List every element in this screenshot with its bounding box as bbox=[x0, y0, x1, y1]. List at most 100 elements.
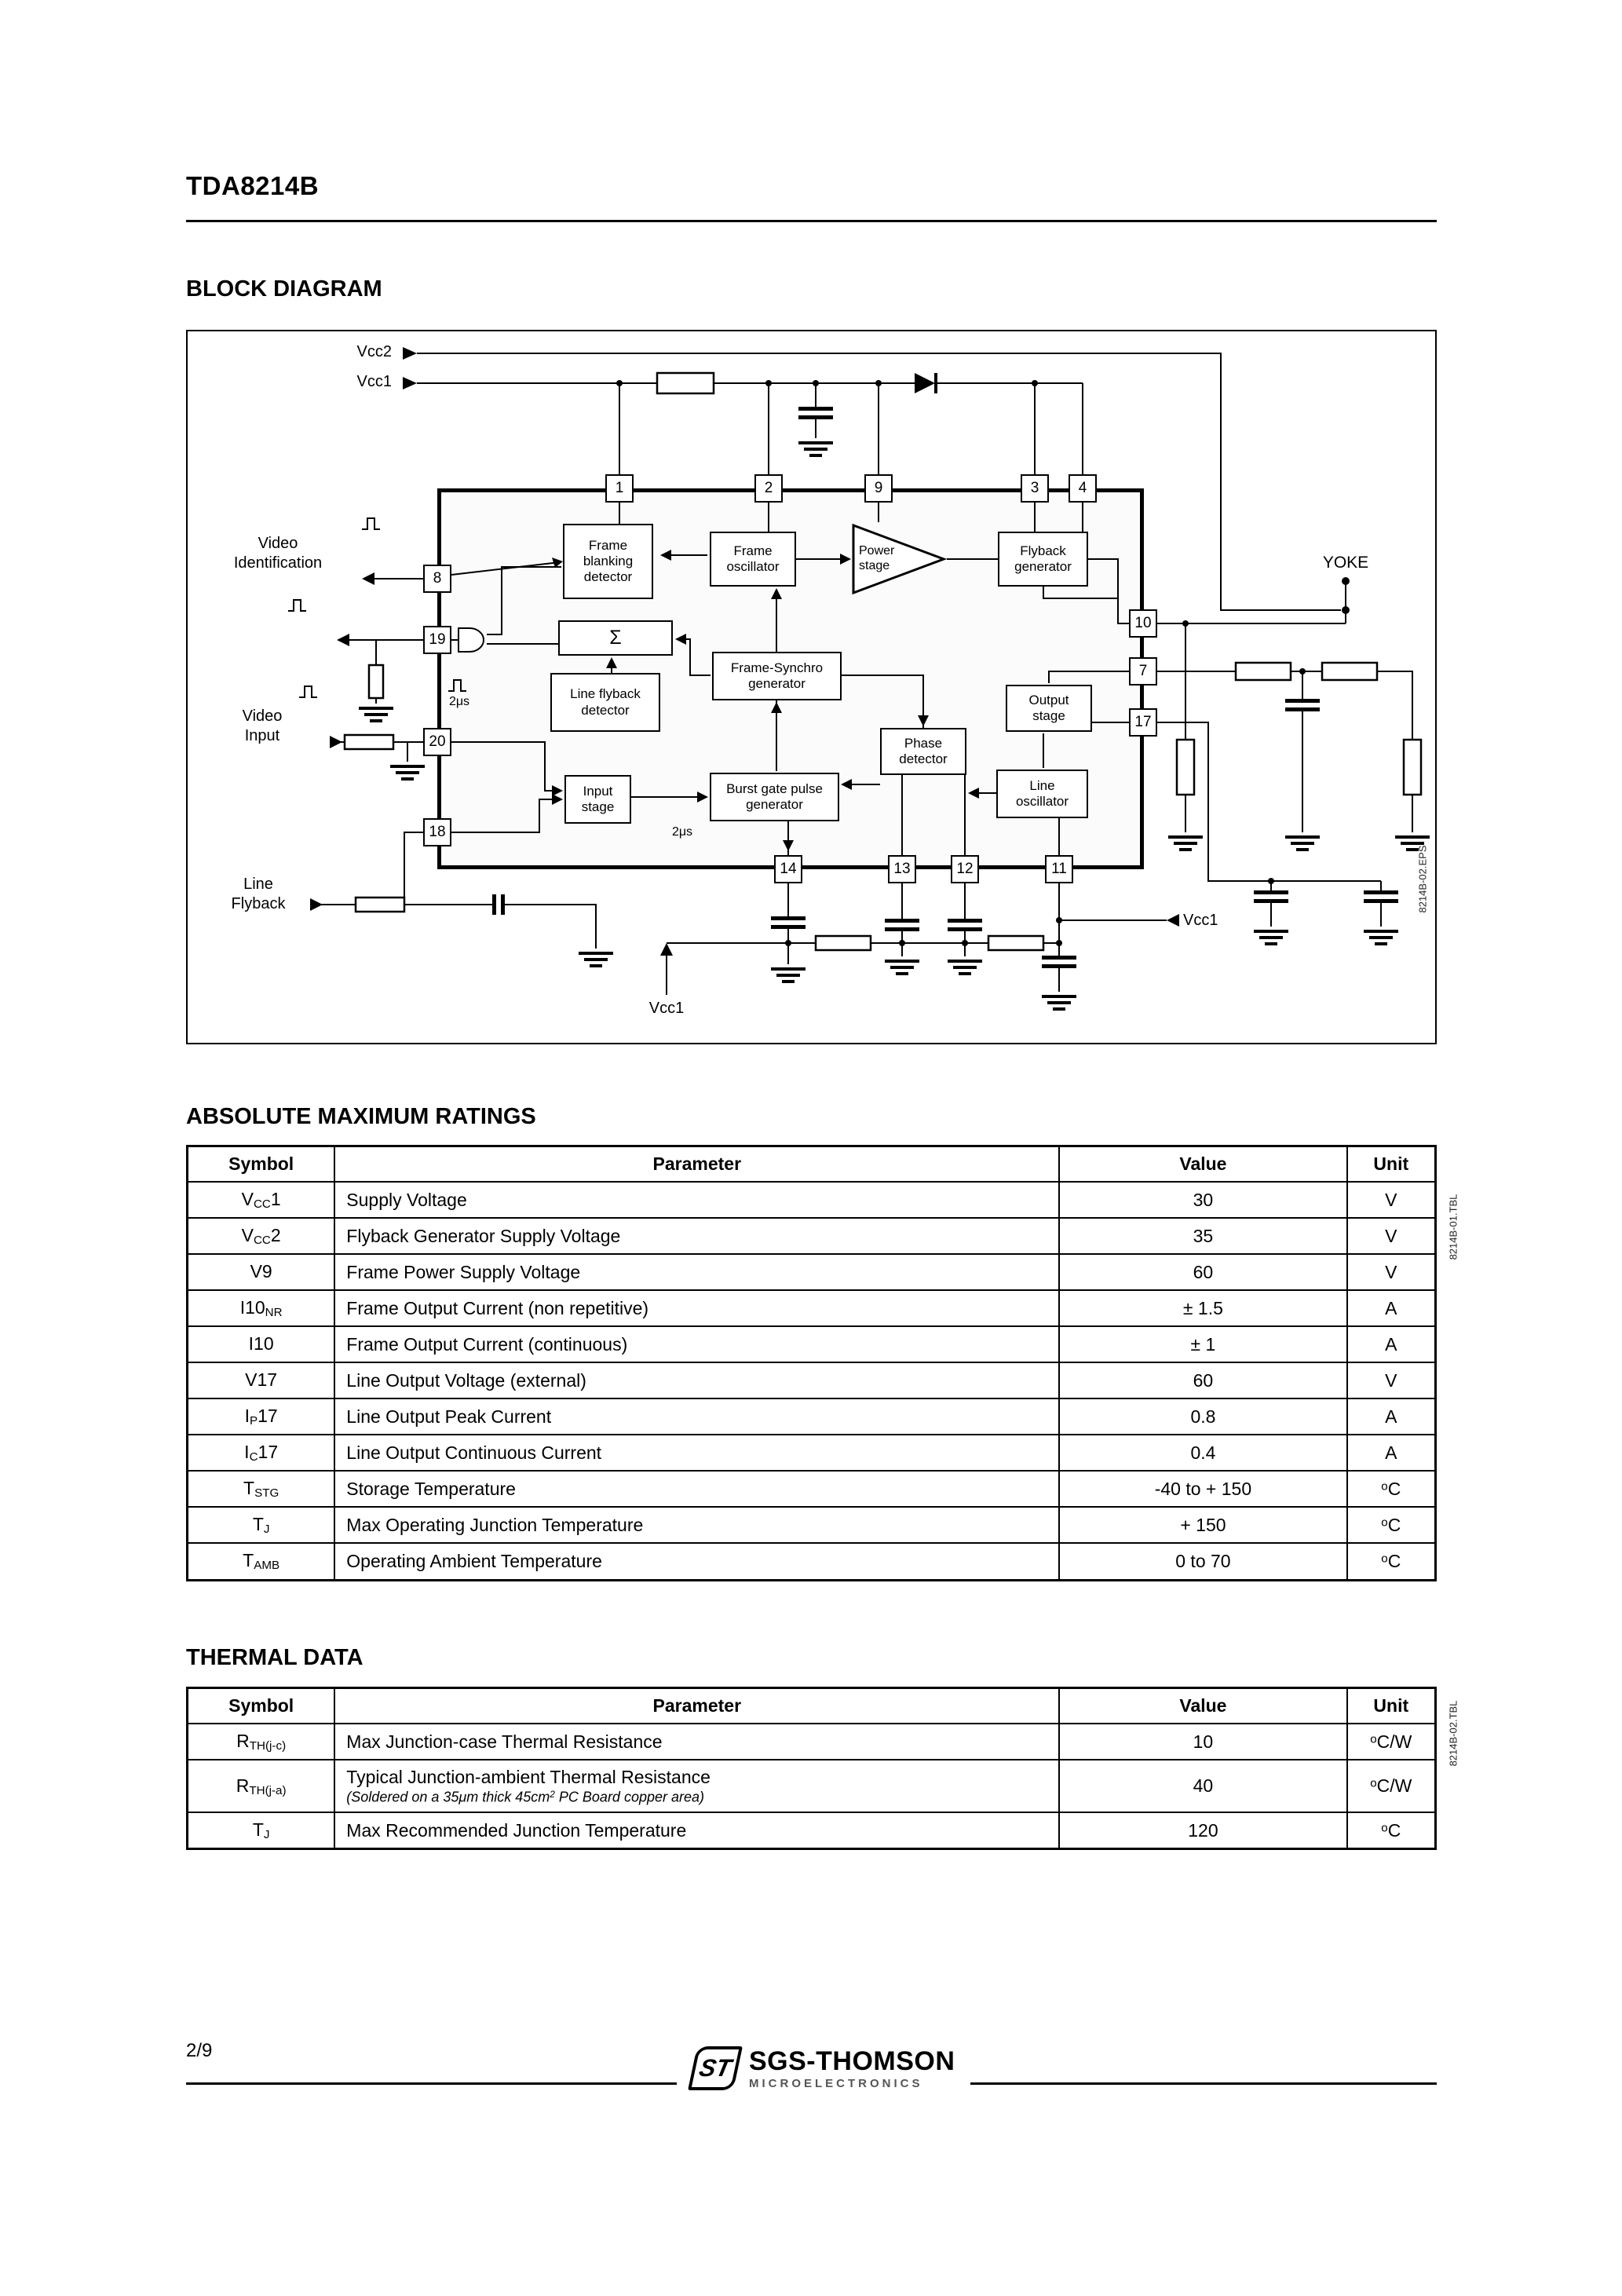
page-number: 2/9 bbox=[186, 2040, 213, 2061]
resistor-icon bbox=[367, 664, 385, 700]
block-frame-blanking-detector: Frame blanking detector bbox=[563, 524, 653, 599]
resistors bbox=[343, 371, 1423, 952]
parameter-cell: Line Output Continuous Current bbox=[334, 1434, 1061, 1472]
ground-icon bbox=[1042, 995, 1076, 1011]
block-phase-detector: Phase detector bbox=[880, 728, 966, 775]
capacitor-icon bbox=[492, 894, 496, 915]
arrowheads bbox=[310, 347, 1179, 956]
resistor-icon bbox=[814, 934, 872, 952]
block-diagram: Frame blanking detector Frame oscillator… bbox=[186, 330, 1437, 1044]
symbol-cell: IC17 bbox=[186, 1434, 336, 1472]
capacitor-icon bbox=[948, 919, 982, 931]
table-row: IC17 Line Output Continuous Current 0.4 … bbox=[186, 1434, 1437, 1472]
symbol-cell: IP17 bbox=[186, 1398, 336, 1436]
symbol-cell: V9 bbox=[186, 1253, 336, 1292]
col-symbol: Symbol bbox=[186, 1687, 336, 1724]
value-cell: 60 bbox=[1058, 1253, 1348, 1292]
table-row: RTH(j-c) Max Junction-case Thermal Resis… bbox=[186, 1722, 1437, 1761]
amplifier-triangle-icon bbox=[852, 523, 947, 595]
ground-icon bbox=[579, 952, 613, 967]
value-cell: -40 to + 150 bbox=[1058, 1470, 1348, 1508]
thermal-table: Symbol Parameter Value Unit RTH(j-c) Max… bbox=[186, 1687, 1437, 1851]
capacitor-icon bbox=[798, 407, 833, 419]
table-row: TSTG Storage Temperature -40 to + 150 oC bbox=[186, 1470, 1437, 1508]
value-cell: 30 bbox=[1058, 1180, 1348, 1219]
parameter-cell: Flyback Generator Supply Voltage bbox=[334, 1217, 1061, 1256]
capacitor-icon bbox=[1254, 890, 1288, 903]
unit-cell: oC/W bbox=[1346, 1722, 1437, 1761]
resistor-icon bbox=[1321, 661, 1379, 682]
pin-19: 19 bbox=[423, 626, 451, 654]
company-logo: ST SGS-THOMSON MICROELECTRONICS bbox=[677, 2046, 971, 2090]
label-video-input: Video Input bbox=[242, 707, 283, 744]
ground-icon bbox=[359, 707, 393, 722]
table-header-row: Symbol Parameter Value Unit bbox=[186, 1145, 1437, 1183]
block-power-stage-label: Power stage bbox=[859, 544, 895, 572]
label-yoke: YOKE bbox=[1322, 554, 1369, 572]
unit-cell: A bbox=[1346, 1398, 1437, 1436]
block-line-oscillator: Line oscillator bbox=[996, 770, 1088, 818]
symbol-cell: VCC2 bbox=[186, 1217, 336, 1256]
yoke-terminal-dot bbox=[1342, 606, 1350, 614]
symbol-cell: RTH(j-a) bbox=[186, 1759, 336, 1814]
unit-cell: oC bbox=[1346, 1470, 1437, 1508]
parameter-cell: Frame Output Current (continuous) bbox=[334, 1325, 1061, 1364]
resistor-icon bbox=[1234, 661, 1292, 682]
unit-cell: A bbox=[1346, 1289, 1437, 1328]
pin-14: 14 bbox=[774, 855, 802, 883]
pin-11: 11 bbox=[1045, 855, 1073, 883]
parameter-cell: Max Junction-case Thermal Resistance bbox=[334, 1722, 1061, 1761]
abs-max-heading: ABSOLUTE MAXIMUM RATINGS bbox=[186, 1104, 536, 1129]
thermal-side-note: 8214B-02.TBL bbox=[1447, 1700, 1459, 1767]
wires bbox=[321, 353, 1413, 995]
ground-icon bbox=[1364, 930, 1398, 945]
label-vcc1-top: Vcc1 bbox=[356, 373, 392, 390]
capacitor-icon bbox=[1285, 699, 1320, 711]
table-row: RTH(j-a) Typical Junction-ambient Therma… bbox=[186, 1759, 1437, 1814]
value-cell: 35 bbox=[1058, 1217, 1348, 1256]
unit-cell: oC bbox=[1346, 1542, 1437, 1581]
parameter-cell: Storage Temperature bbox=[334, 1470, 1061, 1508]
pin-17: 17 bbox=[1129, 708, 1157, 737]
unit-cell: oC bbox=[1346, 1812, 1437, 1850]
waveform-icon bbox=[298, 686, 318, 698]
col-symbol: Symbol bbox=[186, 1145, 336, 1183]
ground-icon bbox=[885, 960, 919, 975]
symbol-cell: RTH(j-c) bbox=[186, 1722, 336, 1761]
ground-icon bbox=[798, 441, 833, 457]
parameter-note: (Soldered on a 35μm thick 45cm2 PC Board… bbox=[346, 1789, 705, 1805]
table-row: TJ Max Recommended Junction Temperature … bbox=[186, 1812, 1437, 1850]
gate-icon bbox=[458, 627, 484, 653]
abs-max-table: Symbol Parameter Value Unit VCC1 Supply … bbox=[186, 1145, 1437, 1581]
waveform-icon bbox=[361, 517, 381, 530]
parameter-cell: Max Operating Junction Temperature bbox=[334, 1506, 1061, 1545]
header-rule bbox=[186, 220, 1437, 222]
block-frame-oscillator: Frame oscillator bbox=[710, 532, 796, 587]
diode-icon bbox=[915, 373, 937, 393]
label-vcc1-bottom: Vcc1 bbox=[648, 1000, 685, 1017]
block-sigma: Σ bbox=[558, 620, 673, 656]
value-cell: 0 to 70 bbox=[1058, 1542, 1348, 1581]
table-row: TAMB Operating Ambient Temperature 0 to … bbox=[186, 1542, 1437, 1581]
pin-7: 7 bbox=[1129, 657, 1157, 686]
pin-12: 12 bbox=[951, 855, 979, 883]
resistor-icon bbox=[1175, 738, 1196, 796]
unit-cell: oC bbox=[1346, 1506, 1437, 1545]
value-cell: + 150 bbox=[1058, 1506, 1348, 1545]
block-burst-gate-pulse-generator: Burst gate pulse generator bbox=[710, 773, 839, 821]
col-value: Value bbox=[1058, 1145, 1348, 1183]
label-2us-b: 2μs bbox=[671, 825, 693, 839]
unit-cell: V bbox=[1346, 1362, 1437, 1400]
ground-icon bbox=[948, 960, 982, 975]
unit-cell: A bbox=[1346, 1434, 1437, 1472]
block-input-stage: Input stage bbox=[564, 775, 631, 824]
table-row: VCC2 Flyback Generator Supply Voltage 35… bbox=[186, 1217, 1437, 1256]
ground-icon bbox=[771, 967, 806, 983]
parameter-cell: Supply Voltage bbox=[334, 1180, 1061, 1219]
capacitor-icon bbox=[1364, 890, 1398, 903]
resistor-icon bbox=[656, 371, 715, 395]
value-cell: 0.4 bbox=[1058, 1434, 1348, 1472]
pin-3: 3 bbox=[1021, 474, 1049, 503]
parameter-main: Typical Junction-ambient Thermal Resista… bbox=[346, 1767, 711, 1788]
symbol-cell: I10NR bbox=[186, 1289, 336, 1328]
